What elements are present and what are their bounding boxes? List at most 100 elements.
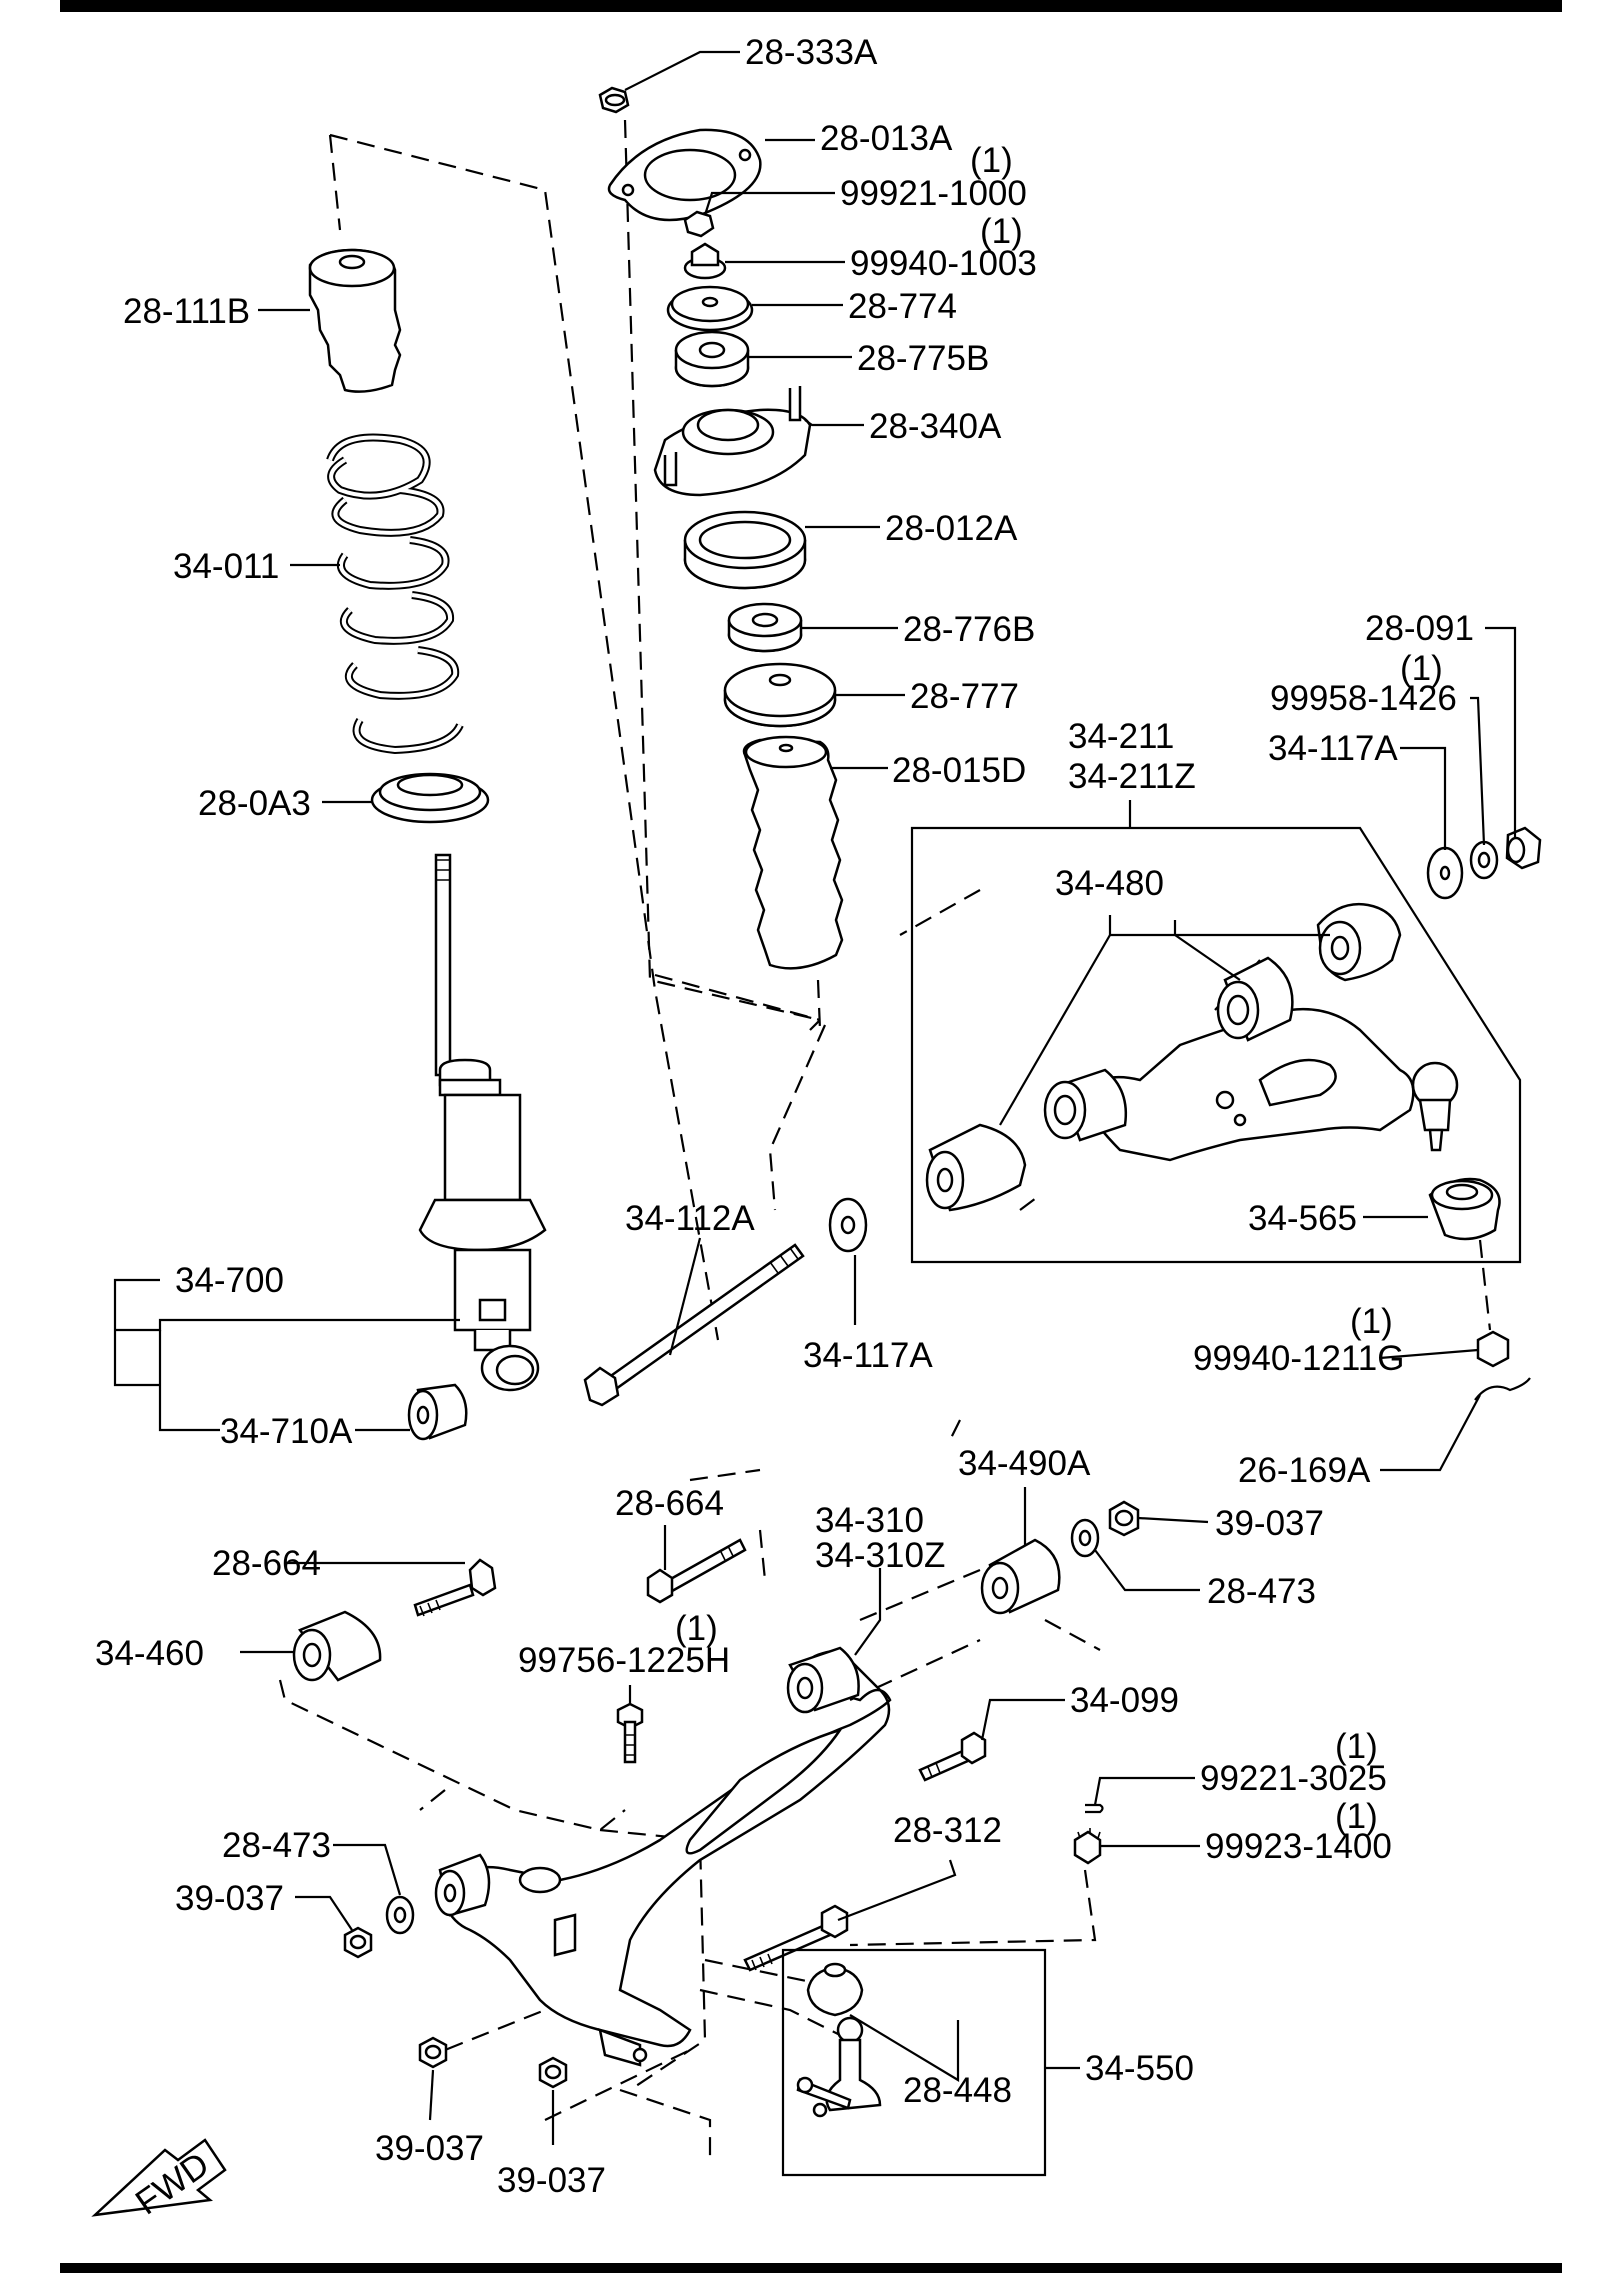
washer-28-774 bbox=[666, 285, 754, 332]
label-28-473-right: 28-473 bbox=[1207, 1572, 1316, 1611]
label-28-333a: 28-333A bbox=[745, 33, 878, 72]
upper-arm-34-211 bbox=[1078, 1008, 1415, 1162]
plate-28-013a bbox=[607, 128, 762, 222]
seat-28-012a bbox=[683, 510, 807, 590]
nut-39-037-right bbox=[1108, 1500, 1140, 1537]
bolt-28-664-mid bbox=[646, 1538, 747, 1604]
label-28-664-left: 28-664 bbox=[212, 1544, 321, 1583]
label-39-037-bottom-left: 39-037 bbox=[375, 2129, 484, 2168]
label-28-111b: 28-111B bbox=[123, 292, 250, 331]
bolt-34-099 bbox=[918, 1731, 987, 1782]
label-28-340a: 28-340A bbox=[869, 407, 1002, 446]
top-border bbox=[60, 0, 1562, 12]
bottom-border bbox=[60, 2263, 1562, 2273]
pin-26-169a bbox=[1474, 1377, 1531, 1401]
label-34-480: 34-480 bbox=[1055, 864, 1164, 903]
label-34-310: 34-310 bbox=[815, 1501, 924, 1540]
pin-99221-3025 bbox=[1085, 1803, 1104, 1814]
label-qty-1c: (1) bbox=[1400, 649, 1443, 688]
label-99756-1225h: 99756-1225H bbox=[518, 1641, 730, 1680]
label-28-015d: 28-015D bbox=[892, 751, 1026, 790]
label-39-037-bottom-right: 39-037 bbox=[497, 2161, 606, 2200]
label-34-550: 34-550 bbox=[1085, 2049, 1194, 2088]
bushing-34-480-arm-rear bbox=[1043, 1068, 1127, 1142]
leader-lines bbox=[113, 50, 1517, 2145]
label-34-211z: 34-211Z bbox=[1068, 757, 1196, 796]
label-qty-1e: (1) bbox=[675, 1609, 718, 1648]
label-28-777: 28-777 bbox=[910, 677, 1019, 716]
label-34-117a-mid: 34-117A bbox=[803, 1336, 933, 1375]
assembly-guide-lines bbox=[278, 119, 1492, 2160]
label-28-774: 28-774 bbox=[848, 287, 957, 326]
bushing-34-490a bbox=[980, 1538, 1061, 1615]
label-28-775b: 28-775B bbox=[857, 339, 989, 378]
label-34-490a: 34-490A bbox=[958, 1444, 1091, 1483]
label-qty-1g: (1) bbox=[1335, 1797, 1378, 1836]
label-99921-1000: 99921-1000 bbox=[840, 174, 1027, 213]
bushing-34-710a bbox=[407, 1383, 468, 1441]
nut-99940-1003 bbox=[683, 242, 727, 280]
bushing-34-460 bbox=[292, 1610, 382, 1682]
label-qty-1a: (1) bbox=[970, 141, 1013, 180]
washer-28-473-left bbox=[385, 1895, 415, 1935]
fwd-arrow-icon: FWD bbox=[91, 2138, 227, 2222]
coil-spring-34-011-inner bbox=[328, 435, 462, 753]
label-qty-1b: (1) bbox=[980, 212, 1023, 251]
bolt-28-664-left bbox=[413, 1558, 497, 1617]
lower-arm-34-310 bbox=[434, 1646, 892, 2067]
label-28-473-left: 28-473 bbox=[222, 1826, 331, 1865]
label-99940-1211g: 99940-1211G bbox=[1193, 1339, 1404, 1378]
nut-99923-1400 bbox=[1073, 1828, 1102, 1865]
label-99958-1426: 99958-1426 bbox=[1270, 679, 1457, 718]
ball-joint-upper bbox=[1411, 1061, 1459, 1152]
label-28-448: 28-448 bbox=[903, 2071, 1012, 2110]
label-34-099: 34-099 bbox=[1070, 1681, 1179, 1720]
label-34-011: 34-011 bbox=[173, 547, 279, 586]
nut-28-333a bbox=[598, 86, 630, 114]
label-34-117a-top: 34-117A bbox=[1268, 729, 1398, 768]
label-qty-1f: (1) bbox=[1335, 1727, 1378, 1766]
label-34-310z: 34-310Z bbox=[815, 1536, 945, 1575]
nut-39-037-bottom-left bbox=[418, 2036, 448, 2069]
label-26-169a: 26-169A bbox=[1238, 1451, 1371, 1490]
label-39-037-left: 39-037 bbox=[175, 1879, 284, 1918]
washer-28-473-right bbox=[1070, 1518, 1100, 1558]
nut-39-037-left bbox=[343, 1926, 373, 1959]
strut-mount-28-340a bbox=[653, 386, 812, 497]
coil-spring-34-011 bbox=[326, 433, 464, 755]
label-34-112a: 34-112A bbox=[625, 1199, 755, 1238]
bolt-34-112a bbox=[583, 1243, 805, 1407]
label-qty-1d: (1) bbox=[1350, 1302, 1393, 1341]
ball-joint-34-550 bbox=[796, 1962, 882, 2118]
bump-stop-28-776b bbox=[727, 602, 803, 653]
upper-arm-box bbox=[910, 826, 1522, 1264]
washer-34-117a-mid bbox=[828, 1197, 868, 1253]
bushing-34-480-left bbox=[925, 1123, 1027, 1212]
bump-stop-28-111b bbox=[308, 248, 402, 393]
label-28-664-mid: 28-664 bbox=[615, 1484, 724, 1523]
label-34-710a: 34-710A bbox=[220, 1412, 353, 1451]
label-34-211: 34-211 bbox=[1068, 717, 1174, 756]
label-34-700: 34-700 bbox=[175, 1261, 284, 1300]
label-34-565: 34-565 bbox=[1248, 1199, 1357, 1238]
label-99923-1400: 99923-1400 bbox=[1205, 1827, 1392, 1866]
label-28-091: 28-091 bbox=[1365, 609, 1474, 648]
part-labels: 28-333A 28-013A (1) 99921-1000 (1) 99940… bbox=[95, 33, 1474, 2200]
nut-99940-1211g bbox=[1476, 1330, 1510, 1368]
label-99221-3025: 99221-3025 bbox=[1200, 1759, 1387, 1798]
label-34-460: 34-460 bbox=[95, 1634, 204, 1673]
bushing-28-775b bbox=[674, 330, 750, 388]
ball-joint-box bbox=[781, 1948, 1047, 2177]
label-39-037-right: 39-037 bbox=[1215, 1504, 1324, 1543]
label-28-776b: 28-776B bbox=[903, 610, 1035, 649]
label-28-013a: 28-013A bbox=[820, 119, 953, 158]
spring-seat-28-0a3 bbox=[370, 772, 490, 824]
bushing-34-480-arm-front bbox=[1216, 956, 1294, 1042]
label-28-0a3: 28-0A3 bbox=[198, 784, 311, 823]
dust-boot-28-015d bbox=[742, 735, 844, 970]
cover-34-565 bbox=[1428, 1177, 1501, 1241]
seat-28-777 bbox=[723, 662, 837, 728]
shock-absorber-34-700 bbox=[418, 853, 547, 1392]
label-28-012a: 28-012A bbox=[885, 509, 1018, 548]
